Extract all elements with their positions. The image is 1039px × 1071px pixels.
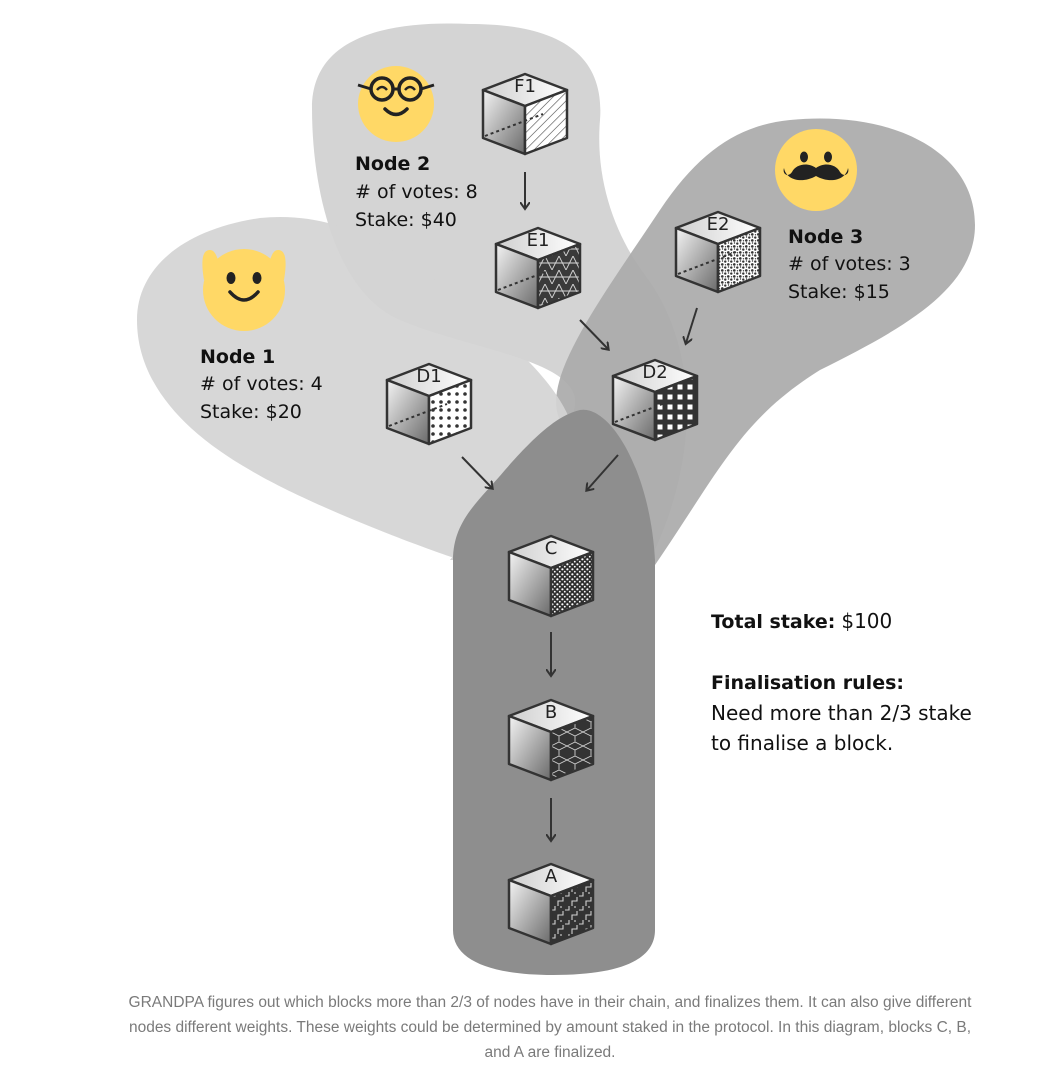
total-stake: Total stake: $100 bbox=[711, 609, 892, 633]
total-stake-value: $100 bbox=[841, 609, 892, 633]
node-title: Node 2 bbox=[355, 153, 430, 175]
block-label: F1 bbox=[514, 76, 536, 97]
block-label: B bbox=[545, 702, 557, 723]
raised-hands-smiley-icon bbox=[202, 249, 286, 331]
finalized-trunk bbox=[453, 409, 655, 975]
node-votes: # of votes: 4 bbox=[200, 373, 323, 395]
rules-line-1: Need more than 2/3 stake bbox=[711, 701, 972, 725]
stake-rules-panel: Total stake: $100 Finalisation rules: Nee… bbox=[711, 609, 972, 755]
mustache-smiley-icon bbox=[775, 129, 857, 211]
grandpa-diagram: F1 E1 E2 D1 D2 C B bbox=[137, 23, 975, 975]
arrow-e2-d2 bbox=[686, 307, 698, 343]
node-stake: Stake: $40 bbox=[355, 209, 457, 231]
block-c: C bbox=[507, 534, 595, 618]
node-stake: Stake: $15 bbox=[788, 281, 890, 303]
block-e1: E1 bbox=[494, 226, 582, 310]
block-f1: F1 bbox=[481, 72, 569, 156]
total-stake-label: Total stake: bbox=[711, 611, 835, 633]
block-d2: D2 bbox=[611, 358, 699, 442]
block-b: B bbox=[507, 698, 595, 782]
node-title: Node 1 bbox=[200, 346, 275, 368]
node-title: Node 3 bbox=[788, 226, 863, 248]
rules-line-2: to finalise a block. bbox=[711, 731, 893, 755]
block-label: D1 bbox=[416, 366, 441, 387]
node-3-info: Node 3 # of votes: 3 Stake: $15 bbox=[788, 226, 911, 303]
block-label: E2 bbox=[707, 214, 730, 235]
node-stake: Stake: $20 bbox=[200, 401, 302, 423]
block-label: A bbox=[545, 866, 558, 887]
block-label: E1 bbox=[527, 230, 550, 251]
block-d1: D1 bbox=[385, 362, 473, 446]
figure-caption: GRANDPA figures out which blocks more th… bbox=[128, 994, 972, 1061]
arrows bbox=[461, 172, 698, 840]
arrow-e1-d2 bbox=[579, 319, 608, 349]
block-label: C bbox=[545, 538, 558, 559]
block-e2: E2 bbox=[674, 210, 762, 294]
node-1-info: Node 1 # of votes: 4 Stake: $20 bbox=[200, 346, 323, 423]
rules-title: Finalisation rules: bbox=[711, 672, 904, 694]
node-votes: # of votes: 3 bbox=[788, 253, 911, 275]
arrow-d2-c bbox=[587, 454, 619, 490]
node-2-info: Node 2 # of votes: 8 Stake: $40 bbox=[355, 153, 478, 231]
glasses-smiley-icon bbox=[357, 66, 435, 142]
node3-branch bbox=[556, 118, 975, 565]
node-votes: # of votes: 8 bbox=[355, 181, 478, 203]
block-label: D2 bbox=[642, 362, 667, 383]
block-a: A bbox=[507, 862, 595, 946]
arrow-d1-c bbox=[461, 456, 492, 488]
